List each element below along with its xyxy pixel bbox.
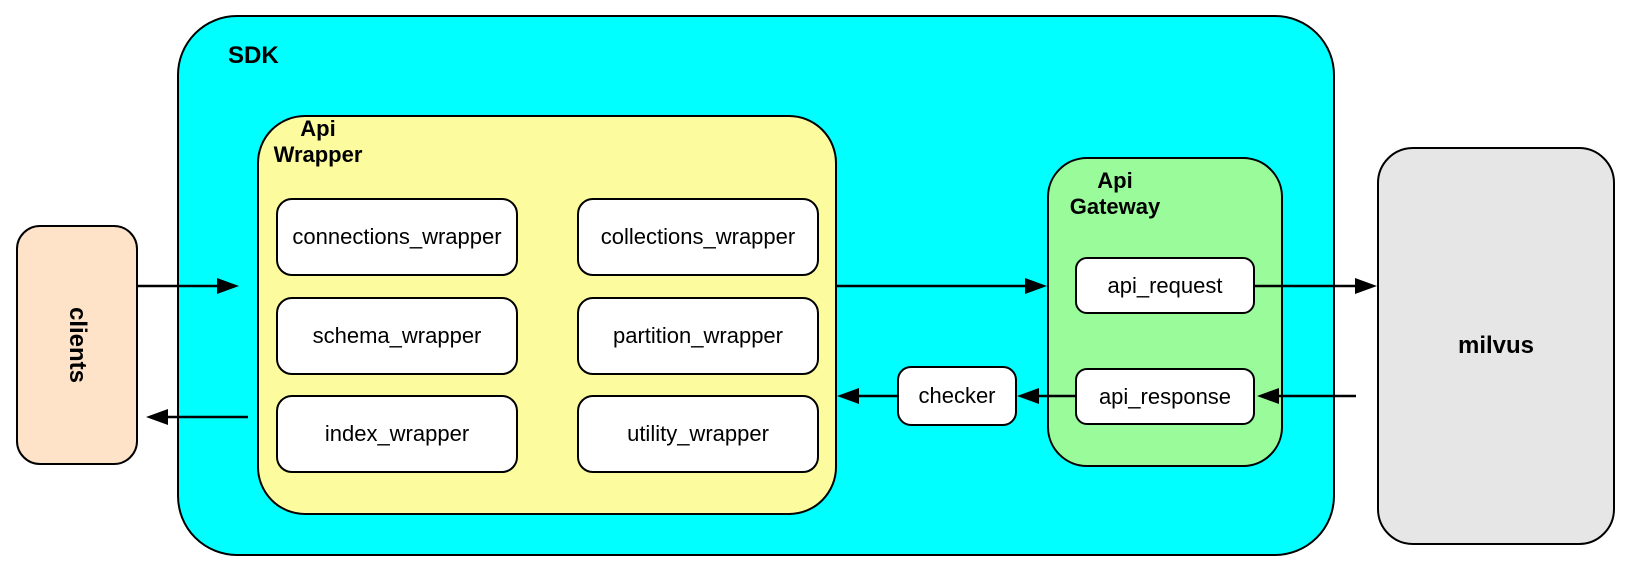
gateway-node-request-label: api_request (1107, 272, 1223, 298)
wrapper-node-partition-label: partition_wrapper (613, 323, 783, 348)
wrapper-node-utility: utility_wrapper (577, 395, 819, 473)
wrapper-node-collections: collections_wrapper (577, 198, 819, 276)
wrapper-node-connections-label: connections_wrapper (292, 224, 502, 249)
api-gateway-label-line1: Api (1097, 168, 1133, 193)
wrapper-node-schema-label: schema_wrapper (312, 323, 482, 348)
wrapper-node-utility-label: utility_wrapper (627, 421, 769, 446)
clients-label: clients (64, 306, 91, 384)
milvus-box: milvus (1377, 147, 1615, 545)
api-gateway-label: Api Gateway (1059, 168, 1171, 220)
wrapper-node-schema: schema_wrapper (276, 297, 518, 375)
api-wrapper-label: Api Wrapper (262, 116, 374, 168)
gateway-node-response-label: api_response (1098, 383, 1232, 409)
api-wrapper-label-line1: Api (300, 116, 336, 141)
wrapper-node-index: index_wrapper (276, 395, 518, 473)
wrapper-node-collections-label: collections_wrapper (600, 224, 796, 249)
api-wrapper-label-line2: Wrapper (273, 142, 363, 167)
checker-node-label: checker (918, 383, 996, 408)
gateway-node-response: api_response (1075, 368, 1255, 425)
wrapper-node-index-label: index_wrapper (324, 421, 470, 446)
clients-box: clients (16, 225, 138, 465)
gateway-node-request: api_request (1075, 257, 1255, 314)
checker-node: checker (897, 366, 1017, 426)
wrapper-node-partition: partition_wrapper (577, 297, 819, 375)
wrapper-node-connections: connections_wrapper (276, 198, 518, 276)
sdk-label: SDK (228, 42, 279, 69)
api-gateway-label-line2: Gateway (1069, 194, 1161, 219)
milvus-label: milvus (1457, 332, 1535, 359)
